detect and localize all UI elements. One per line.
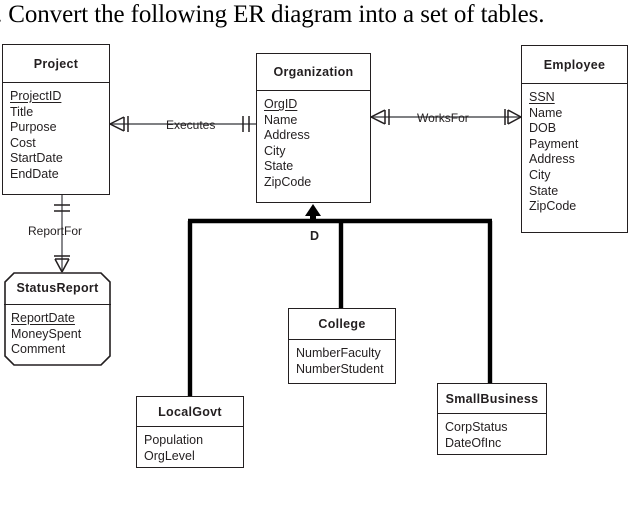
attribute-reportdate: ReportDate [11,311,75,325]
entity-statusreport[interactable]: StatusReport ReportDate MoneySpent Comme… [4,272,111,366]
attribute-address: Address [529,152,575,167]
entity-project-title: Project [3,45,109,83]
entity-smallbusiness[interactable]: SmallBusiness CorpStatus DateOfInc [437,383,547,455]
attribute-zipcode: ZipCode [529,199,577,214]
onlyone-project-reportfor [54,204,70,212]
entity-employee-title: Employee [522,46,627,84]
relationship-label-worksfor: WorksFor [417,111,469,125]
attribute-corpstatus: CorpStatus [445,420,508,434]
entity-college-attributes: NumberFaculty NumberStudent [289,340,395,383]
entity-localgovt-attributes: Population OrgLevel [137,427,243,470]
attribute-startdate: StartDate [10,151,63,166]
relationship-label-reportfor: ReportFor [28,224,83,238]
attribute-comment: Comment [11,342,66,357]
entity-employee-attributes: SSN Name DOB Payment Address City State … [522,84,627,232]
entity-employee[interactable]: Employee SSN Name DOB Payment Address Ci… [521,45,628,233]
attribute-title: Title [10,104,34,119]
disjoint-label: D [310,229,320,243]
relationship-label-executes: Executes [166,118,216,132]
attribute-zipcode: ZipCode [264,174,312,189]
entity-localgovt[interactable]: LocalGovt Population OrgLevel [136,396,244,468]
crowsfoot-organization-worksfor [370,109,390,125]
attribute-city: City [264,143,286,158]
attribute-dateofinc: DateOfInc [445,435,502,450]
attribute-numberstudent: NumberStudent [296,361,384,376]
attribute-ssn: SSN [529,90,555,104]
attribute-address: Address [264,128,310,143]
crowsfoot-project-executes [109,116,129,132]
crowsfoot-employee-worksfor [504,109,522,125]
attribute-cost: Cost [10,135,36,150]
entity-organization-attributes: OrgID Name Address City State ZipCode [257,91,370,202]
attribute-orgid: OrgID [264,97,298,111]
attribute-city: City [529,167,551,182]
attribute-moneyspent: MoneySpent [11,326,82,341]
entity-smallbusiness-title: SmallBusiness [438,384,546,414]
attribute-population: Population [144,433,204,447]
crowsfoot-statusreport-reportfor [54,255,70,273]
attribute-projectid: ProjectID [10,89,62,103]
entity-project[interactable]: Project ProjectID Title Purpose Cost Sta… [2,44,110,195]
entity-smallbusiness-attributes: CorpStatus DateOfInc [438,414,546,457]
attribute-orglevel: OrgLevel [144,448,195,463]
specialization-arrow [305,204,321,223]
entity-project-attributes: ProjectID Title Purpose Cost StartDate E… [3,83,109,194]
entity-college[interactable]: College NumberFaculty NumberStudent [288,308,396,384]
attribute-state: State [264,159,294,174]
attribute-name: Name [529,105,563,120]
entity-organization-title: Organization [257,54,370,91]
entity-college-title: College [289,309,395,340]
onlyone-organization-executes [242,116,250,132]
attribute-numberfaculty: NumberFaculty [296,346,381,360]
attribute-enddate: EndDate [10,166,59,181]
entity-statusreport-attributes: ReportDate MoneySpent Comment [4,305,111,366]
attribute-payment: Payment [529,136,579,151]
attribute-name: Name [264,112,298,127]
entity-localgovt-title: LocalGovt [137,397,243,427]
attribute-purpose: Purpose [10,120,57,135]
attribute-dob: DOB [529,121,557,136]
attribute-state: State [529,183,559,198]
entity-statusreport-title: StatusReport [4,272,111,305]
entity-organization[interactable]: Organization OrgID Name Address City Sta… [256,53,371,203]
page-title: . Convert the following ER diagram into … [0,1,545,28]
